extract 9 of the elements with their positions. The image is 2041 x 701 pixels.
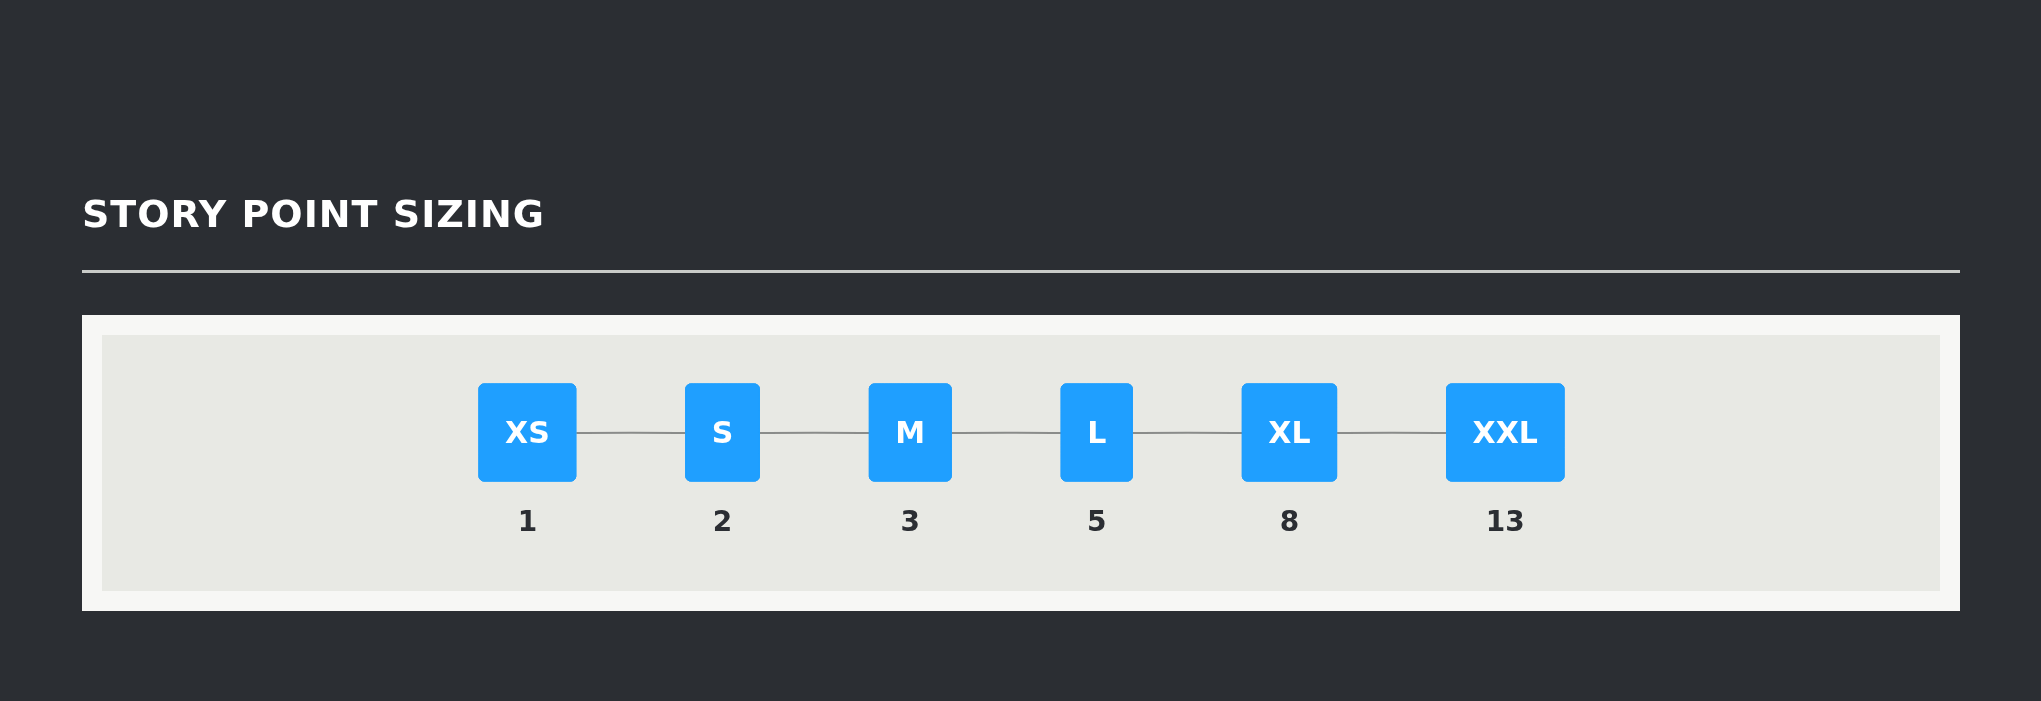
story-point-value: 2: [712, 504, 732, 538]
diagram-title: STORY POINT SIZING: [82, 192, 545, 236]
connector: [574, 431, 687, 434]
connector: [1335, 431, 1448, 434]
story-point-value: 1: [517, 504, 537, 538]
story-point-value: 5: [1086, 504, 1106, 538]
story-point-value: 3: [900, 504, 920, 538]
story-point-value: 8: [1279, 504, 1299, 538]
story-point-value: 13: [1485, 504, 1525, 538]
